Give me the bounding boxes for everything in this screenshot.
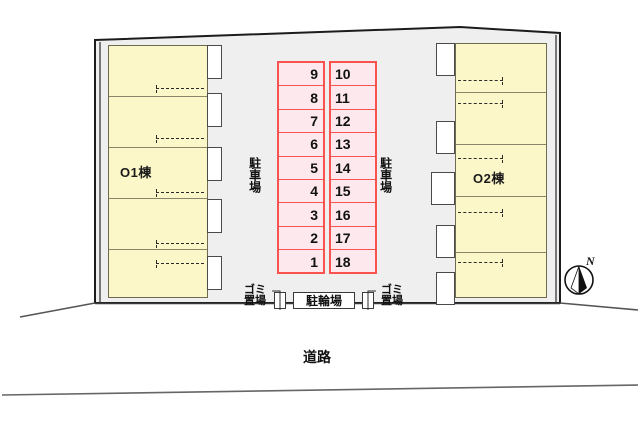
building-o2 (455, 43, 547, 298)
walkway-dash-o2-5v (502, 259, 503, 267)
parking-stall[interactable]: 10 (331, 63, 375, 87)
parking-label-right: 駐車場 (378, 157, 393, 193)
building-label-o1: O1棟 (120, 165, 152, 180)
walkway-dash-o2-4v (502, 209, 503, 217)
unit-divider (109, 147, 207, 148)
walkway-dash-o1-1 (156, 88, 204, 89)
unit-divider (456, 92, 546, 93)
trash-area-right-label: ゴミ 置場 (375, 285, 409, 307)
walkway-dash-o1-5v (156, 260, 157, 268)
parking-stall[interactable]: 12 (331, 110, 375, 134)
parking-stall[interactable]: 3 (279, 203, 323, 227)
unit-divider (109, 198, 207, 199)
unit-divider (109, 249, 207, 250)
parking-stall[interactable]: 15 (331, 180, 375, 204)
parking-stall[interactable]: 13 (331, 133, 375, 157)
parking-stall[interactable]: 5 (279, 157, 323, 180)
walkway-dash-o2-4 (458, 212, 503, 213)
parking-stall[interactable]: 18 (335, 253, 351, 270)
trash-area-right-line2: 置場 (381, 295, 403, 307)
parking-stall[interactable]: 8 (279, 86, 323, 110)
parking-column-right: 10 11 12 13 14 15 16 17 18 (329, 61, 377, 274)
walkway-dash-o1-3 (156, 192, 204, 193)
walkway-dash-o2-2v (502, 100, 503, 108)
unit-divider (456, 196, 546, 197)
parking-stall[interactable]: 9 (279, 63, 323, 87)
trash-area-left-label: ゴミ 置場 (238, 285, 272, 307)
parking-stall[interactable]: 14 (331, 157, 375, 180)
walkway-dash-o2-5 (458, 262, 503, 263)
entrance-box-o1-5 (207, 256, 222, 290)
walkway-dash-o1-4v (156, 240, 157, 248)
parking-stall[interactable]: 17 (331, 227, 375, 251)
parking-stall[interactable]: 7 (279, 110, 323, 134)
walkway-dash-o2-3 (458, 158, 503, 159)
walkway-dash-o2-3v (502, 155, 503, 163)
entrance-box-o2-3 (431, 172, 455, 205)
trash-area-right-box[interactable] (362, 292, 374, 309)
building-label-o2: O2棟 (473, 171, 505, 186)
trash-area-left-box[interactable] (274, 292, 286, 309)
walkway-dash-o2-1v (502, 77, 503, 85)
road-label: 道路 (303, 349, 331, 365)
trash-area-left-line1: ゴミ (244, 284, 266, 296)
building-o1 (108, 45, 208, 298)
bicycle-parking-box[interactable]: 駐輪場 (293, 292, 355, 309)
entrance-box-o1-3 (207, 147, 222, 181)
walkway-dash-o1-4 (156, 243, 204, 244)
parking-column-left: 9 8 7 6 5 4 3 2 1 (277, 61, 325, 274)
trash-area-right-line1: ゴミ (381, 284, 403, 296)
walkway-dash-o1-3v (156, 189, 157, 197)
trash-area-left-line2: 置場 (244, 295, 266, 307)
parking-stall[interactable]: 2 (279, 227, 323, 251)
parking-label-left: 駐車場 (247, 157, 262, 193)
unit-divider (456, 144, 546, 145)
entrance-box-o1-4 (207, 199, 222, 233)
entrance-box-o2-1 (436, 43, 455, 76)
parking-stall[interactable]: 6 (279, 133, 323, 157)
unit-divider (109, 96, 207, 97)
walkway-dash-o1-1v (156, 85, 157, 93)
parking-stall[interactable]: 1 (310, 253, 318, 270)
unit-divider (456, 252, 546, 253)
entrance-box-o2-4 (436, 225, 455, 258)
parking-stall[interactable]: 11 (331, 86, 375, 110)
entrance-box-o2-2 (436, 121, 455, 154)
parking-stall[interactable]: 4 (279, 180, 323, 204)
compass-north-label: N (585, 254, 596, 268)
walkway-dash-o1-2 (156, 138, 204, 139)
walkway-dash-o1-5 (156, 263, 204, 264)
parking-stall[interactable]: 16 (331, 203, 375, 227)
entrance-box-o1-2 (207, 93, 222, 127)
walkway-dash-o1-2v (156, 135, 157, 143)
entrance-box-o2-5 (436, 272, 455, 305)
compass-rose-icon: N (564, 254, 596, 295)
walkway-dash-o2-2 (458, 103, 503, 104)
entrance-box-o1-1 (207, 45, 222, 79)
walkway-dash-o2-1 (458, 80, 503, 81)
